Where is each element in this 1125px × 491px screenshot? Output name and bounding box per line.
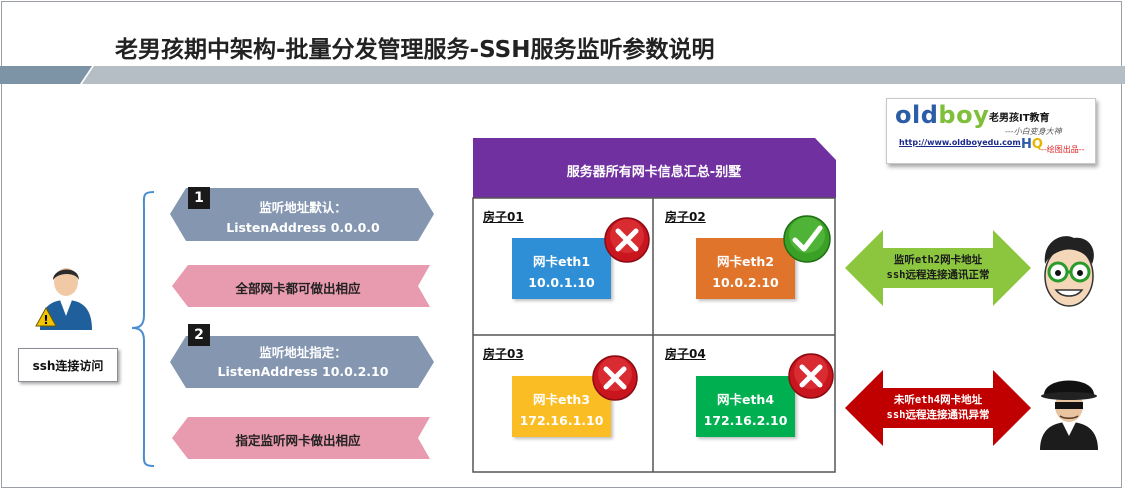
server-header-box — [473, 138, 836, 198]
step2-box — [170, 336, 434, 388]
nic-eth3: 网卡eth3 172.16.1.10 — [512, 376, 611, 437]
room-03-label: 房子03 — [483, 347, 524, 361]
logo-url: http://www.oldboyedu.com — [899, 138, 1021, 147]
result-ok-line1: 监听eth2网卡地址 — [893, 254, 983, 266]
logo-slogan: ---小白变身大神 — [1005, 127, 1062, 136]
nic-eth4: 网卡eth4 172.16.2.10 — [696, 376, 795, 437]
nic-eth3-name: 网卡eth3 — [532, 392, 591, 407]
ssh-access-label: ssh连接访问 — [18, 348, 118, 382]
svg-text:!: ! — [43, 313, 48, 327]
step1-line1: 监听地址默认： — [259, 200, 347, 215]
room-01-label: 房子01 — [483, 210, 524, 224]
room-02-label: 房子02 — [665, 210, 706, 224]
logo-credit: --绘图出品-- — [1041, 145, 1085, 154]
oldboy-logo: oldboy 老男孩IT教育 ---小白变身大神 http://www.oldb… — [886, 98, 1096, 164]
hacker-icon — [1040, 380, 1098, 450]
check-icon — [783, 215, 831, 263]
result-fail-text: 未听eth4网卡地址 ssh远程连接通讯异常 — [845, 393, 1031, 423]
step2-line2: ListenAddress 10.0.2.10 — [217, 364, 389, 379]
step1-line2: ListenAddress 0.0.0.0 — [226, 220, 380, 235]
result-ok-text: 监听eth2网卡地址 ssh远程连接通讯正常 — [845, 253, 1031, 283]
step2-line1: 监听地址指定： — [259, 345, 347, 360]
nic-eth3-ip: 172.16.1.10 — [519, 413, 604, 428]
step1-box — [170, 188, 434, 241]
server-header: 服务器所有网卡信息汇总-别墅 — [566, 165, 742, 180]
step2-result-box — [172, 417, 430, 459]
step1-result-box — [172, 265, 430, 307]
nic-eth2: 网卡eth2 10.0.2.10 — [696, 238, 795, 299]
x-icon — [788, 353, 834, 399]
step1-result: 全部网卡都可做出相应 — [235, 281, 361, 296]
x-icon — [604, 217, 650, 263]
nerd-face-icon — [1044, 236, 1094, 307]
title-band — [0, 66, 1125, 84]
x-icon — [592, 355, 638, 401]
step2-number: 2 — [188, 324, 210, 346]
result-fail-line1: 未听eth4网卡地址 — [893, 394, 983, 406]
step1-number: 1 — [188, 187, 210, 209]
room-04-label: 房子04 — [665, 347, 706, 361]
result-arrow-fail — [845, 370, 1031, 446]
result-ok-line2: ssh远程连接通讯正常 — [886, 269, 990, 281]
logo-org-name: 老男孩IT教育 — [989, 113, 1050, 124]
page-title: 老男孩期中架构-批量分发管理服务-SSH服务监听参数说明 — [115, 37, 715, 63]
nic-eth1-name: 网卡eth1 — [532, 254, 591, 269]
hq-logo-icon: HQ — [1021, 137, 1043, 152]
nic-eth2-ip: 10.0.2.10 — [712, 275, 779, 290]
result-arrow-ok — [845, 230, 1031, 306]
user-icon: ! — [35, 268, 92, 330]
nic-eth1: 网卡eth1 10.0.1.10 — [512, 238, 611, 299]
nic-eth4-name: 网卡eth4 — [716, 392, 775, 407]
step2-result: 指定监听网卡做出相应 — [235, 433, 361, 448]
logo-brand: oldboy — [895, 101, 990, 129]
step-shapes — [170, 188, 434, 459]
brace-connector — [131, 191, 155, 467]
result-fail-line2: ssh远程连接通讯异常 — [886, 409, 990, 421]
nic-eth4-ip: 172.16.2.10 — [703, 413, 788, 428]
nic-eth1-ip: 10.0.1.10 — [528, 275, 595, 290]
nic-eth2-name: 网卡eth2 — [716, 254, 775, 269]
